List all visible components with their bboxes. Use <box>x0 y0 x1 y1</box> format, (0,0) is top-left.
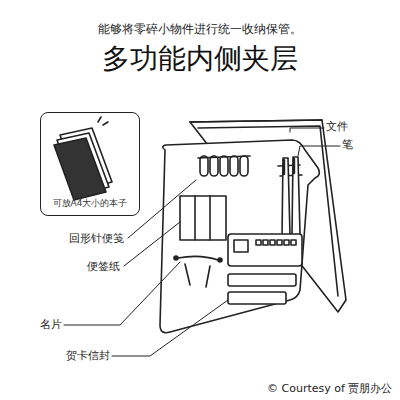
part-label: 回形针便笺 <box>69 232 124 245</box>
inset-caption: 可放A4大小的本子 <box>41 198 139 209</box>
inset-box: 可放A4大小的本子 <box>40 112 140 216</box>
title: 多功能内侧夹层 <box>102 42 298 76</box>
part-label: 笔 <box>342 138 353 151</box>
watermark: © Courtesy of 贾朋办公 <box>267 382 392 395</box>
part-label: 名片 <box>40 318 62 331</box>
part-label: 文件 <box>326 120 348 133</box>
part-label: 贺卡信封 <box>66 349 110 362</box>
part-label: 便签纸 <box>87 260 120 273</box>
subtitle: 能够将零碎小物件进行统一收纳保管。 <box>98 22 302 36</box>
